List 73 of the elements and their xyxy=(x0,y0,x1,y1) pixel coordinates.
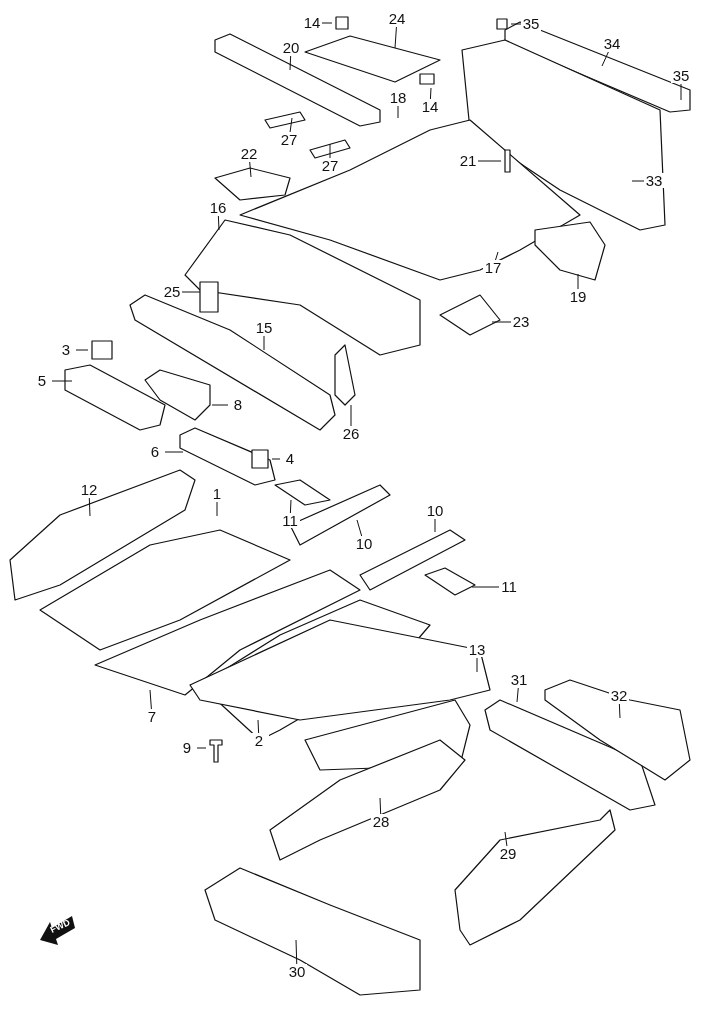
callout-number: 14 xyxy=(420,99,440,114)
leader-line xyxy=(680,83,682,101)
leader-line xyxy=(217,215,220,231)
leader-line xyxy=(434,518,436,533)
leader-line xyxy=(356,519,363,537)
callout-number: 35 xyxy=(521,16,541,31)
callout-number: 19 xyxy=(568,289,588,304)
callout-number: 14 xyxy=(302,15,322,30)
callout-number: 18 xyxy=(388,90,408,105)
callout-number: 21 xyxy=(458,153,478,168)
callout-number: 20 xyxy=(281,40,301,55)
leader-line xyxy=(491,321,512,323)
leader-line xyxy=(88,497,91,517)
leader-line xyxy=(263,335,265,351)
leader-line xyxy=(271,458,281,460)
leader-line xyxy=(631,180,645,182)
leader-line xyxy=(429,87,432,100)
callout-number: 33 xyxy=(644,173,664,188)
leader-line xyxy=(516,687,519,703)
callout-number: 17 xyxy=(483,260,503,275)
leader-line xyxy=(504,831,508,847)
callout-number: 27 xyxy=(320,158,340,173)
leader-line xyxy=(329,143,331,159)
callout-number: 16 xyxy=(208,200,228,215)
callout-number: 13 xyxy=(467,642,487,657)
callout-number: 35 xyxy=(671,68,691,83)
leader-line xyxy=(289,55,292,71)
leader-line xyxy=(397,105,399,119)
leader-line xyxy=(257,719,260,734)
leader-line xyxy=(75,349,89,351)
leader-line xyxy=(577,273,579,290)
leader-line xyxy=(495,251,499,261)
leader-line xyxy=(211,404,229,406)
callout-number: 11 xyxy=(499,579,519,594)
callout-number: 34 xyxy=(602,36,622,51)
callout-number: 15 xyxy=(254,320,274,335)
leader-line xyxy=(379,797,382,815)
leader-line xyxy=(149,689,152,710)
leader-line xyxy=(476,657,478,673)
callout-number: 27 xyxy=(279,132,299,147)
callout-number: 10 xyxy=(425,503,445,518)
callout-number: 32 xyxy=(609,688,629,703)
callout-number: 24 xyxy=(387,11,407,26)
callout-number: 28 xyxy=(371,814,391,829)
callout-number: 11 xyxy=(280,513,300,528)
callout-number: 12 xyxy=(79,482,99,497)
callout-number: 2 xyxy=(249,733,269,748)
leader-line xyxy=(618,703,621,719)
callout-number: 31 xyxy=(509,672,529,687)
leader-line xyxy=(289,117,293,133)
leader-line xyxy=(477,160,502,162)
leader-line xyxy=(601,51,609,67)
callout-number: 29 xyxy=(498,846,518,861)
leader-line xyxy=(471,586,500,588)
leader-line xyxy=(510,23,522,25)
callout-number: 26 xyxy=(341,426,361,441)
callout-number: 25 xyxy=(162,284,182,299)
leader-line xyxy=(350,404,352,427)
callout-number: 10 xyxy=(354,536,374,551)
leader-line xyxy=(295,939,298,965)
leader-line xyxy=(249,161,252,178)
leader-line xyxy=(394,26,397,49)
leader-line xyxy=(321,22,333,24)
leader-line xyxy=(196,747,207,749)
leader-line xyxy=(164,451,184,453)
callout-number: 30 xyxy=(287,964,307,979)
callout-number: 22 xyxy=(239,146,259,161)
leader-line xyxy=(289,499,292,514)
leader-line xyxy=(216,501,218,517)
direction-label: FWD xyxy=(49,918,72,935)
leader-line xyxy=(51,380,73,382)
callout-number: 23 xyxy=(511,314,531,329)
leader-line xyxy=(181,291,201,293)
